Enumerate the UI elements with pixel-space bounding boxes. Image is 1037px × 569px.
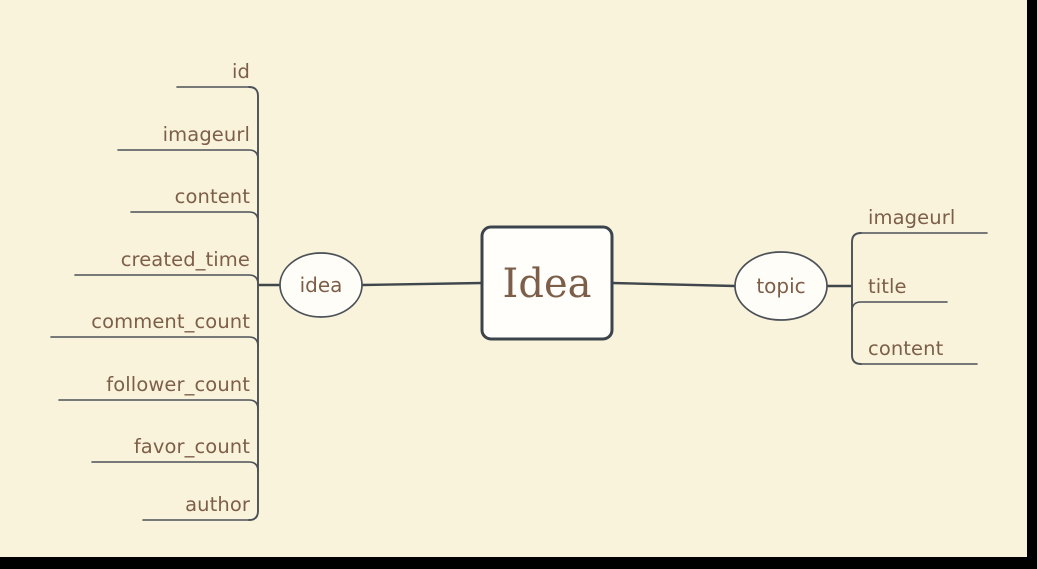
leaf-label-topic-imageurl: imageurl [868,206,955,229]
leaf-connector-idea-content [130,211,259,222]
branch-node-idea[interactable]: idea [279,252,363,318]
branch-node-label-idea: idea [300,273,343,297]
leaf-connector-idea-favor_count [91,461,259,472]
spine-idea [248,86,259,521]
branch-node-topic[interactable]: topic [734,251,828,321]
root-node-shape[interactable] [480,225,614,341]
leaf-label-idea-imageurl: imageurl [163,123,250,146]
leaf-connector-idea-comment_count [50,336,259,347]
leaf-label-idea-content: content [175,185,251,208]
leaf-label-idea-follower_count: follower_count [106,373,250,396]
leaf-connector-topic-title [851,301,948,312]
leaf-label-idea-created_time: created_time [121,248,250,271]
leaves-layer: id imageurl content created_time comment_cou… [50,60,988,521]
root-node-label: Idea [503,261,592,307]
branch-node-shape-topic[interactable] [734,251,828,321]
leaf-label-idea-author: author [185,493,251,516]
bottom-black-border [0,557,1037,569]
spine-topic [851,232,862,365]
leaf-connector-idea-created_time [74,274,259,285]
branch-node-shape-idea[interactable] [279,252,363,318]
leaf-label-idea-id: id [232,60,250,83]
mindmap-diagram: id imageurl content created_time comment_cou… [50,60,988,521]
root-node[interactable]: Idea [480,225,614,341]
leaf-label-topic-title: title [868,275,907,298]
leaf-connector-idea-follower_count [58,399,259,410]
edges-layer [248,86,862,521]
leaf-label-topic-content: content [868,337,944,360]
leaf-label-idea-comment_count: comment_count [91,310,250,333]
leaf-connector-idea-imageurl [117,149,259,160]
right-black-border [1027,0,1037,569]
trunk-edge-idea [361,281,483,287]
branch-node-label-topic: topic [756,274,805,298]
mindmap-canvas: id imageurl content created_time comment_cou… [0,0,1027,557]
trunk-edge-topic [611,281,736,288]
leaf-label-idea-favor_count: favor_count [134,435,250,458]
nodes-layer: idea topic [279,251,828,321]
